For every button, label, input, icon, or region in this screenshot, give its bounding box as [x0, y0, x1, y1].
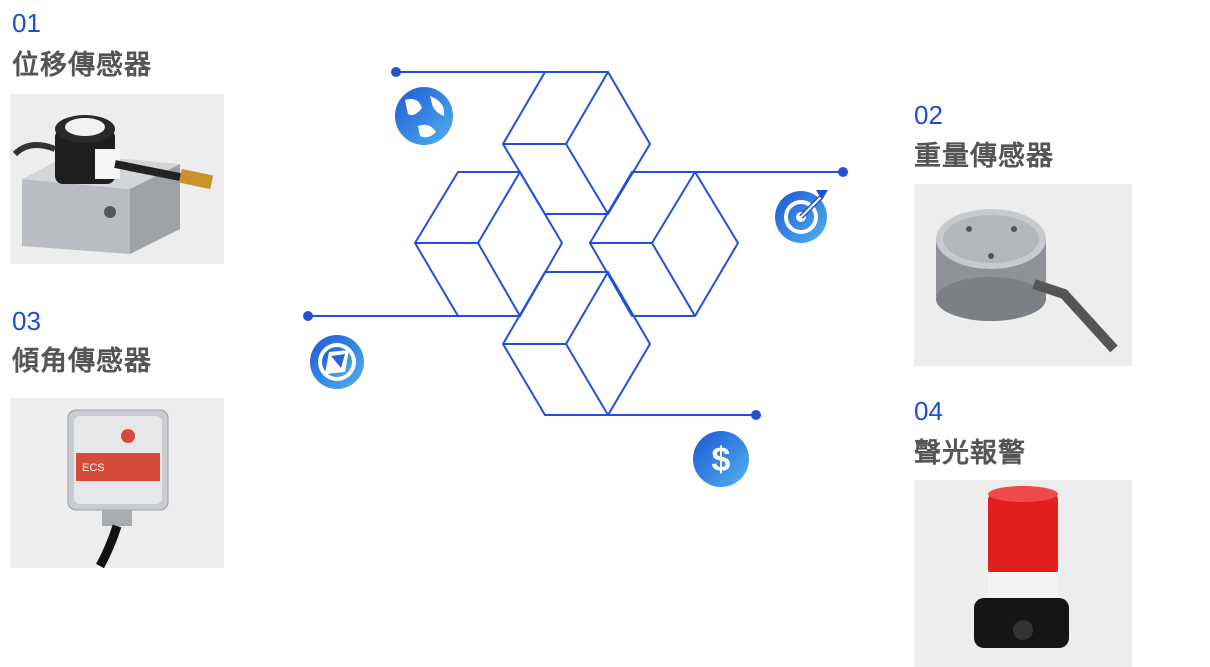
cube-bottom [501, 271, 652, 416]
sensor-03-number: 03 [12, 306, 41, 336]
sensor-03-photo: ECS [10, 398, 224, 568]
cube-right [588, 171, 740, 317]
cube-left [413, 171, 564, 317]
sensor-03-title: 傾角傳感器 [12, 346, 152, 377]
sensor-02-photo [914, 184, 1132, 366]
globe-icon [395, 87, 453, 145]
line-endpoint-dot [391, 67, 401, 77]
compass-icon [310, 335, 364, 389]
sensor-01-number: 01 [12, 8, 41, 38]
sensor-02-number: 02 [914, 100, 943, 130]
sensor-04-title: 聲光報警 [914, 438, 1026, 469]
dollar-icon: $ [693, 431, 749, 487]
line-endpoint-dot [751, 410, 761, 420]
svg-text:$: $ [712, 441, 731, 479]
sensor-01-photo [10, 94, 224, 264]
sensor-04-number: 04 [914, 396, 943, 426]
sensor-04-photo [914, 480, 1132, 667]
ecs-label: ECS [82, 462, 105, 474]
sensor-01-title: 位移傳感器 [12, 50, 152, 81]
line-endpoint-dot [838, 167, 848, 177]
cube-top [501, 71, 652, 215]
sensor-02-title: 重量傳感器 [914, 141, 1054, 172]
target-icon [775, 190, 828, 243]
line-endpoint-dot [303, 311, 313, 321]
